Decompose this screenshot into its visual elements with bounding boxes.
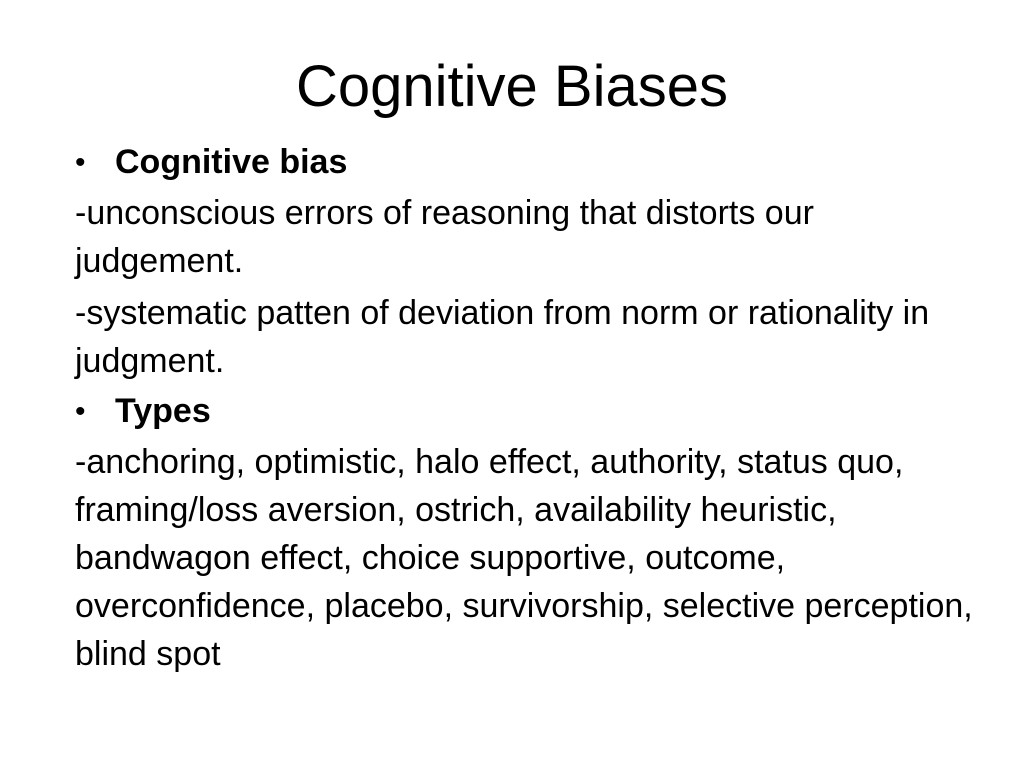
bullet-heading-types: Types: [115, 392, 211, 430]
definition-paragraph-1: -unconscious errors of reasoning that di…: [75, 194, 814, 280]
bullet-types: • Types: [75, 389, 975, 434]
definition-paragraph-2: -systematic patten of deviation from nor…: [75, 294, 930, 380]
bullet-icon: •: [75, 146, 86, 179]
slide-body: • Cognitive bias -unconscious errors of …: [75, 140, 975, 682]
types-paragraph: -anchoring, optimistic, halo effect, aut…: [75, 443, 973, 673]
bullet-icon: •: [75, 395, 86, 428]
slide-title: Cognitive Biases: [296, 54, 728, 119]
bullet-heading-cognitive-bias: Cognitive bias: [115, 143, 348, 181]
bullet-cognitive-bias: • Cognitive bias: [75, 140, 975, 185]
